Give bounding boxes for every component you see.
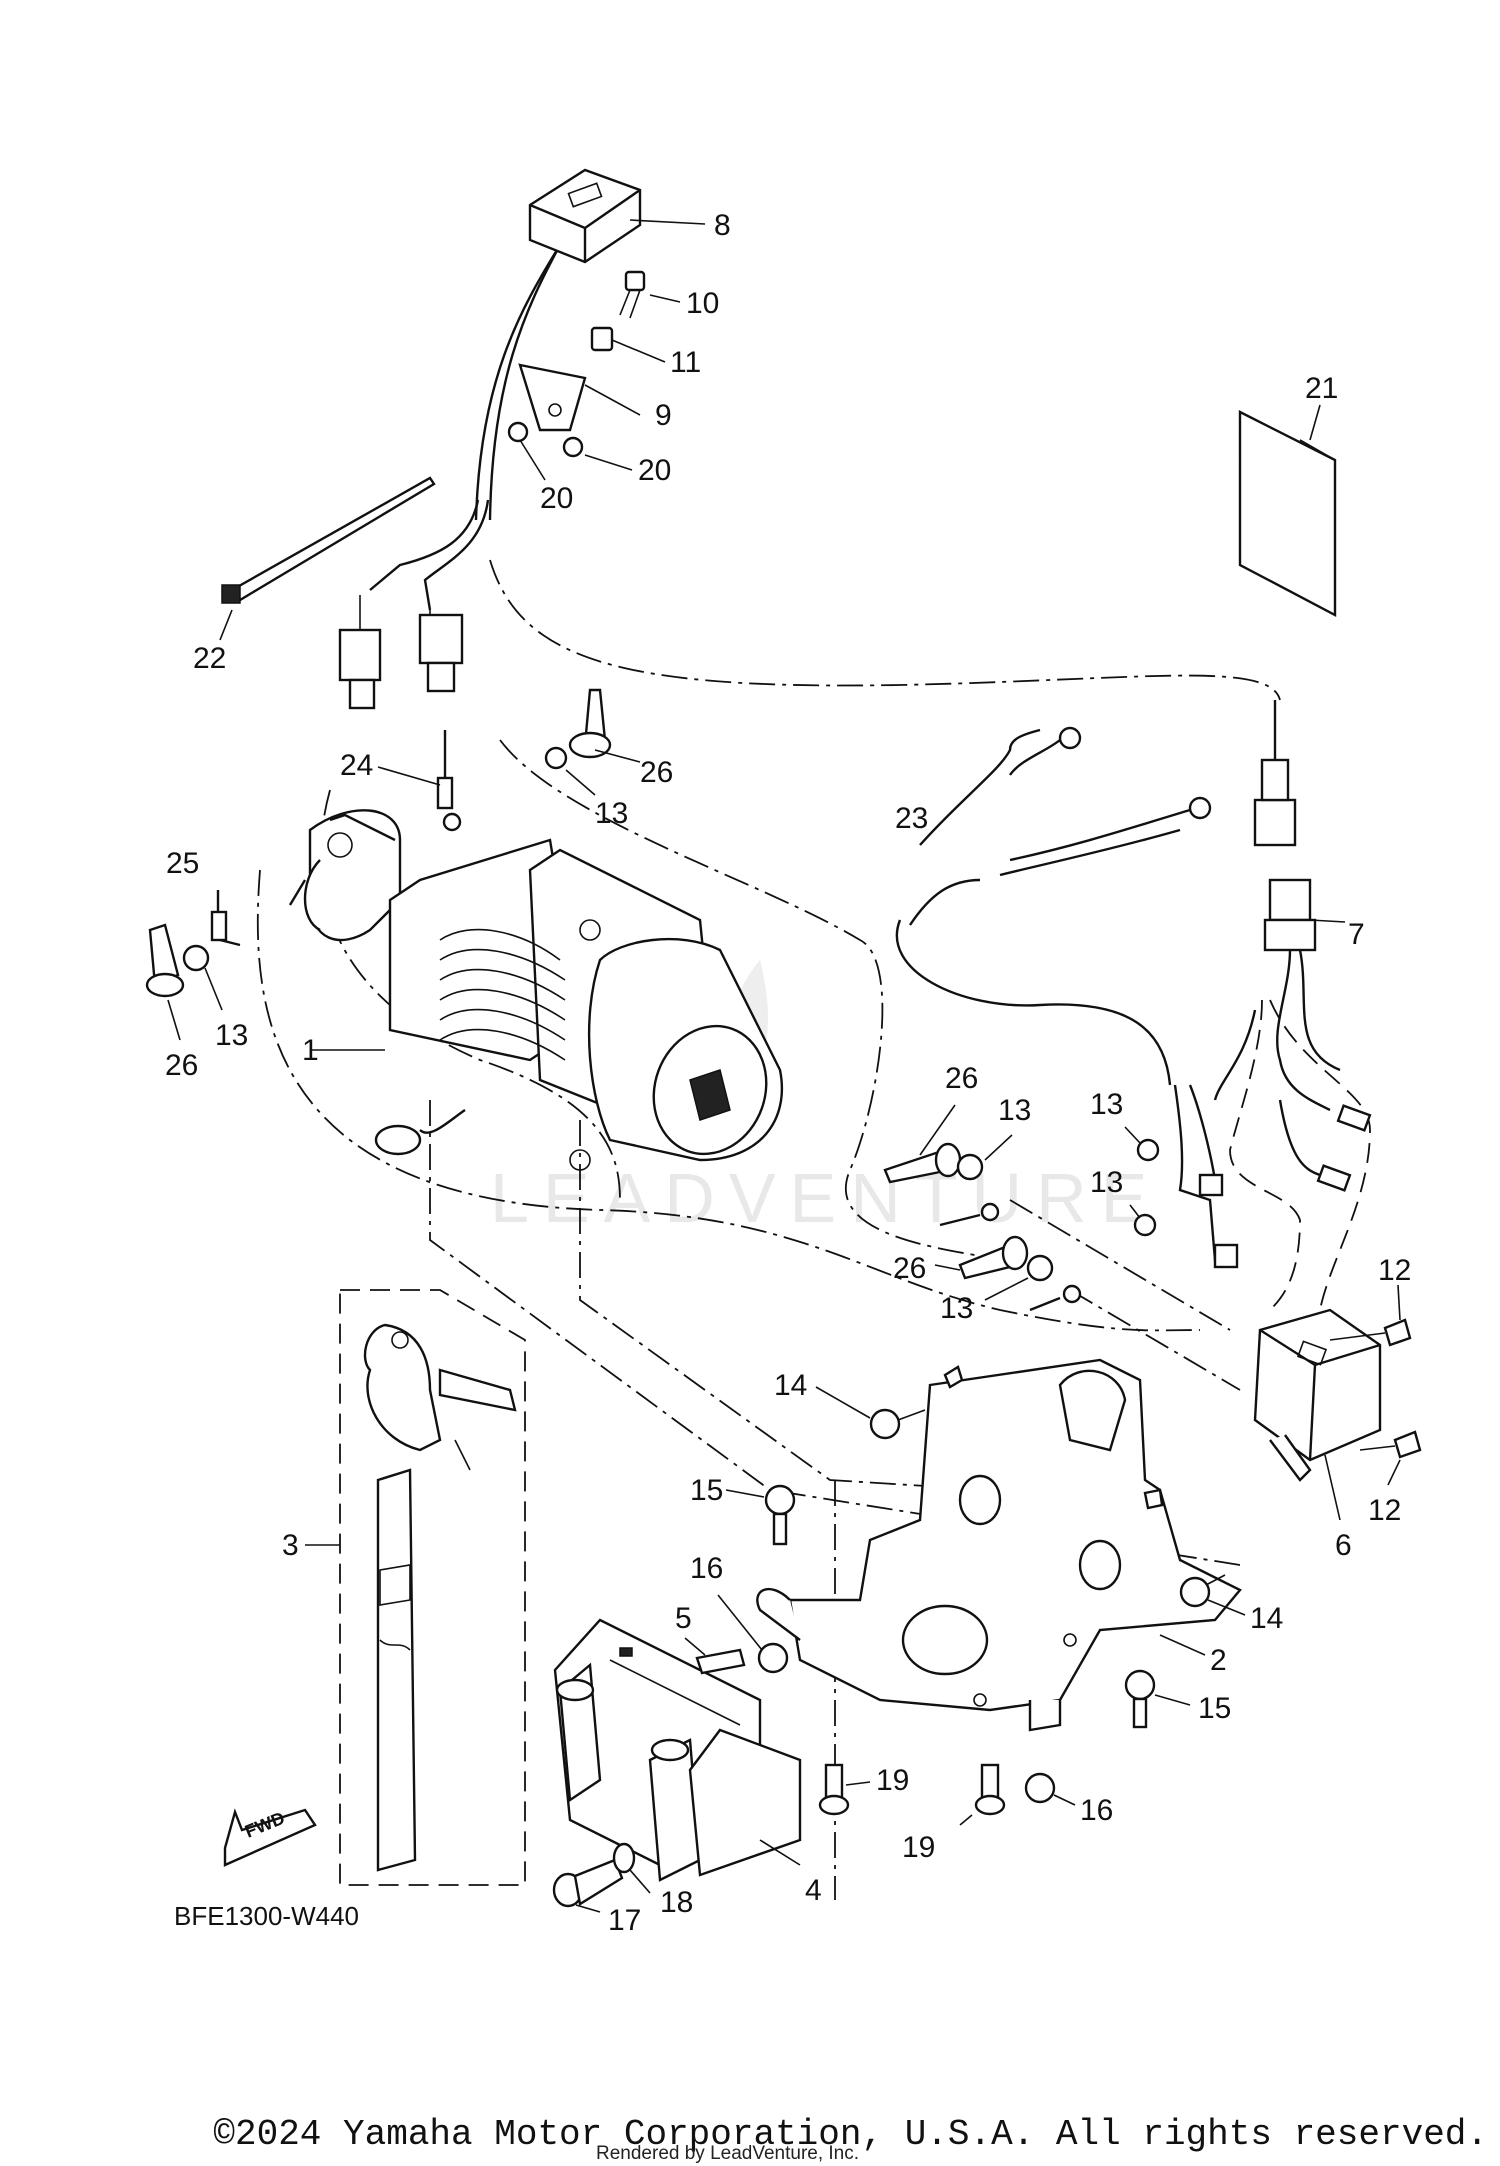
bolt-15a xyxy=(764,1484,796,1546)
washer-18 xyxy=(612,1842,636,1874)
callout-16b: 16 xyxy=(1080,1794,1113,1827)
bolt-19a xyxy=(818,1763,850,1816)
harness-connector-right xyxy=(1253,700,1297,847)
harness-connector-left xyxy=(338,613,464,710)
callout-8: 8 xyxy=(714,209,731,242)
hook-kit-boundary xyxy=(339,1289,526,1886)
callout-23: 23 xyxy=(895,802,928,835)
nut-13f xyxy=(1026,1254,1054,1282)
cable-tie xyxy=(221,476,436,604)
ground-lead xyxy=(1173,1084,1239,1269)
collar-11 xyxy=(590,326,614,352)
nut-16b xyxy=(1024,1772,1056,1804)
callout-20a: 20 xyxy=(540,482,573,515)
bolt-12b xyxy=(1359,1430,1422,1459)
hook-strap-kit xyxy=(363,1323,517,1872)
callout-16a: 16 xyxy=(690,1552,723,1585)
winch-switch xyxy=(528,168,642,264)
winch-assembly xyxy=(288,809,784,1171)
callout-13d: 13 xyxy=(1090,1088,1123,1121)
bolt-19b xyxy=(974,1763,1006,1816)
callout-12a: 12 xyxy=(1378,1254,1411,1287)
screw-20b xyxy=(562,436,584,458)
callout-26b: 26 xyxy=(165,1049,198,1082)
callout-12b: 12 xyxy=(1368,1494,1401,1527)
callout-26a: 26 xyxy=(640,756,673,789)
callout-4: 4 xyxy=(805,1874,822,1907)
callout-15a: 15 xyxy=(690,1474,723,1507)
bolt-10 xyxy=(619,270,646,319)
nut-13e xyxy=(1133,1213,1157,1237)
leadventure-watermark: LEADVENTURE xyxy=(490,1159,1161,1237)
callout-14a: 14 xyxy=(774,1369,807,1402)
callout-3: 3 xyxy=(282,1529,299,1562)
nut-13d xyxy=(1136,1138,1160,1162)
terminal-cap-26b xyxy=(145,923,185,998)
callout-15b: 15 xyxy=(1198,1692,1231,1725)
callout-11: 11 xyxy=(670,346,701,379)
bolt-14a xyxy=(869,1408,926,1440)
callout-19b: 19 xyxy=(902,1831,935,1864)
callout-7: 7 xyxy=(1348,918,1365,951)
relay-harness-7 xyxy=(1263,878,1372,1192)
bolt-15b xyxy=(1124,1669,1156,1729)
fwd-arrow-icon: FWD xyxy=(223,1808,317,1867)
copyright-notice: ©2024 Yamaha Motor Corporation, U.S.A. A… xyxy=(213,2114,1488,2155)
nut-16a xyxy=(757,1642,789,1674)
lead-wire-24 xyxy=(436,730,462,832)
callout-25: 25 xyxy=(166,847,199,880)
callout-5: 5 xyxy=(675,1602,692,1635)
terminal-cap-26a xyxy=(568,688,612,759)
ring-terminal-a xyxy=(939,1202,1000,1227)
terminal-cap-26d xyxy=(958,1235,1029,1280)
switch-bracket xyxy=(518,363,587,432)
mounting-bracket xyxy=(756,1358,1242,1732)
callout-14b: 14 xyxy=(1250,1602,1283,1635)
callout-13a: 13 xyxy=(595,797,628,830)
nut-13c xyxy=(956,1153,984,1181)
callout-13c: 13 xyxy=(998,1094,1031,1127)
ring-terminal-b xyxy=(1029,1284,1082,1312)
callout-22: 22 xyxy=(193,642,226,675)
bolt-14b xyxy=(1179,1574,1226,1608)
diagram-code: BFE1300-W440 xyxy=(174,1901,359,1931)
nut-13b xyxy=(182,944,210,972)
bolt-12a xyxy=(1329,1318,1412,1347)
owner-manual xyxy=(1238,410,1337,617)
callout-13e: 13 xyxy=(1090,1166,1123,1199)
harness-routing-line xyxy=(489,559,1281,701)
callout-21: 21 xyxy=(1305,372,1338,405)
bolt-17 xyxy=(552,1858,624,1908)
caution-label xyxy=(695,1648,746,1675)
callout-18: 18 xyxy=(660,1886,693,1919)
callout-9: 9 xyxy=(655,399,672,432)
callout-26c: 26 xyxy=(945,1062,978,1095)
callout-19a: 19 xyxy=(876,1764,909,1797)
screw-20a xyxy=(507,421,529,443)
callout-20b: 20 xyxy=(638,454,671,487)
handlebar-switch-cable xyxy=(474,244,562,521)
terminal-cap-26c xyxy=(883,1142,962,1184)
roller-fairlead xyxy=(553,1618,802,1882)
winch-relay xyxy=(1253,1308,1382,1482)
callout-13f: 13 xyxy=(940,1292,973,1325)
callout-2: 2 xyxy=(1210,1644,1227,1677)
callout-6: 6 xyxy=(1335,1529,1352,1562)
callout-13b: 13 xyxy=(215,1019,248,1052)
callout-1: 1 xyxy=(302,1034,319,1067)
callout-10: 10 xyxy=(686,287,719,320)
winch-harness-23 xyxy=(909,726,1212,926)
lead-wire-25 xyxy=(210,890,241,947)
nut-13a xyxy=(544,746,568,770)
rendered-by-note: Rendered by LeadVenture, Inc. xyxy=(596,2143,860,2164)
callout-17: 17 xyxy=(608,1904,641,1937)
callout-26d: 26 xyxy=(893,1252,926,1285)
callout-24: 24 xyxy=(340,749,373,782)
